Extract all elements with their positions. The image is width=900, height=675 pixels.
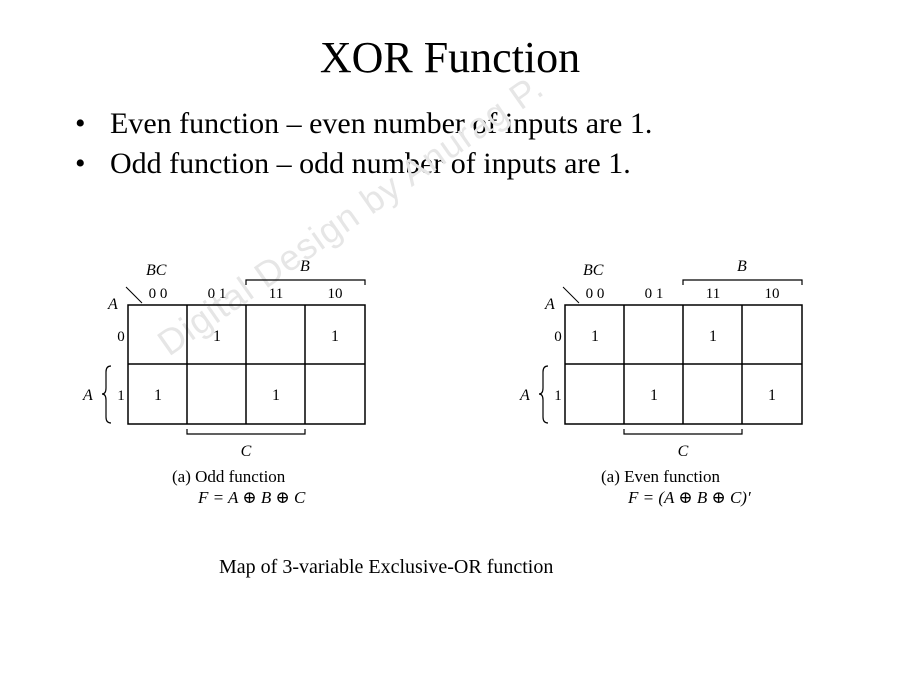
a-side-label: A: [82, 387, 93, 404]
row-header: 1: [554, 388, 562, 404]
b-bracket: [682, 279, 803, 285]
bullet-item: • Even function – even number of inputs …: [75, 104, 652, 144]
kmap-even: BC A B 0 0 0 1 11 10 0 1 A 1 1 1 1 C (a)…: [519, 258, 803, 507]
bullet-list: • Even function – even number of inputs …: [75, 104, 652, 184]
col-header: 0 1: [208, 286, 227, 302]
kmap-caption: (a) Even function: [601, 467, 720, 486]
row-header: 1: [117, 388, 125, 404]
bullet-text: Odd function – odd number of inputs are …: [110, 147, 631, 180]
col-header: 11: [269, 286, 283, 302]
a-side-label: A: [519, 387, 530, 404]
corner-diagonal: [562, 286, 580, 304]
figure-caption: Map of 3-variable Exclusive-OR function: [219, 556, 554, 578]
bullet-marker: •: [75, 147, 86, 180]
bullet-item: • Odd function – odd number of inputs ar…: [75, 144, 652, 184]
bullet-marker: •: [75, 107, 86, 140]
corner-diagonal: [125, 286, 143, 304]
kmap-caption: (a) Odd function: [172, 467, 286, 486]
kmap-cell: 1: [213, 328, 221, 345]
kmap-cell: 1: [768, 387, 776, 404]
kmap-cell: 1: [272, 387, 280, 404]
kmap-odd: BC A B 0 0 0 1 11 10 0 1 A 1 1 1 1 C (a)…: [82, 258, 366, 507]
a-bracket: [101, 365, 112, 424]
row-header: 0: [117, 329, 125, 345]
row-header: 0: [554, 329, 562, 345]
kmap-equation: F = (A ⊕ B ⊕ C)′: [627, 488, 751, 507]
col-header: 0 0: [586, 286, 605, 302]
kmap-cell: 1: [331, 328, 339, 345]
col-header: 0 0: [149, 286, 168, 302]
c-bracket: [186, 429, 306, 435]
slide-title: XOR Function: [319, 33, 581, 82]
kmap-cell: 1: [650, 387, 658, 404]
bullet-text: Even function – even number of inputs ar…: [110, 107, 653, 140]
col-header: 0 1: [645, 286, 664, 302]
corner-a-label: A: [544, 296, 555, 313]
c-bracket: [623, 429, 743, 435]
col-header: 10: [765, 286, 780, 302]
b-bracket: [245, 279, 366, 285]
corner-a-label: A: [107, 296, 118, 313]
kmap-cell: 1: [591, 328, 599, 345]
corner-bc-label: BC: [146, 262, 167, 279]
kmap-equation: F = A ⊕ B ⊕ C: [197, 488, 306, 507]
b-label: B: [737, 258, 747, 275]
col-header: 10: [328, 286, 343, 302]
kmap-cell: 1: [709, 328, 717, 345]
c-label: C: [678, 443, 689, 460]
b-label: B: [300, 258, 310, 275]
corner-bc-label: BC: [583, 262, 604, 279]
c-label: C: [241, 443, 252, 460]
a-bracket: [538, 365, 549, 424]
col-header: 11: [706, 286, 720, 302]
kmap-cell: 1: [154, 387, 162, 404]
